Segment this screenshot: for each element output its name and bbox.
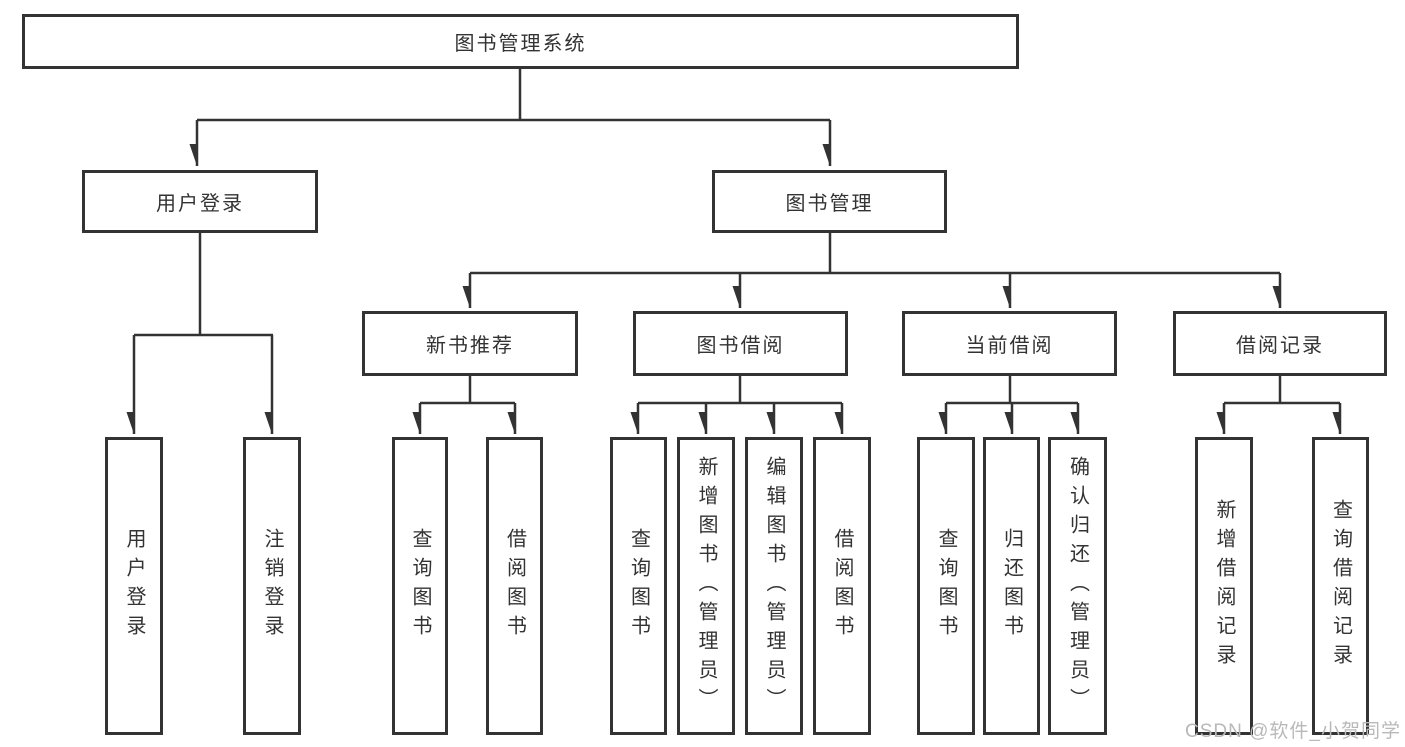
leaf-rec-borrow-book-label: 借阅图书: [503, 528, 526, 644]
node-current-borrow-label: 当前借阅: [965, 335, 1054, 357]
current-borrow-branch-line: [946, 376, 1078, 405]
leaf-bb-edit-book-label: 编辑图书（管理员）: [763, 455, 785, 717]
book-borrow-branch-line: [638, 376, 842, 405]
new-book-branch-line: [420, 376, 515, 405]
leaf-cb-confirm-return: 确认归还（管理员）: [1048, 437, 1107, 735]
node-new-book-rec-label: 新书推荐: [426, 335, 514, 357]
node-book-borrow: 图书借阅: [633, 311, 848, 376]
leaf-bb-borrow-book-label: 借阅图书: [831, 528, 853, 644]
borrow-record-branch-line: [1224, 376, 1340, 405]
leaf-br-query-record-label: 查询借阅记录: [1329, 499, 1352, 673]
leaf-rec-borrow-book: 借阅图书: [486, 437, 543, 735]
leaf-bb-query-book-label: 查询图书: [627, 528, 650, 644]
leaf-rec-query-book-label: 查询图书: [409, 528, 431, 644]
leaf-user-login: 用户登录: [105, 437, 163, 735]
node-book-mgmt: 图书管理: [712, 170, 947, 233]
leaf-cb-query-book-label: 查询图书: [935, 528, 957, 644]
node-borrow-record: 借阅记录: [1173, 311, 1387, 376]
leaf-logout-label: 注销登录: [261, 528, 283, 644]
leaf-bb-edit-book: 编辑图书（管理员）: [745, 437, 803, 735]
leaf-br-add-record: 新增借阅记录: [1195, 437, 1253, 735]
leaf-bb-query-book: 查询图书: [610, 437, 667, 735]
book-mgmt-branch-line: [470, 233, 1280, 275]
leaf-bb-add-book-label: 新增图书（管理员）: [695, 455, 717, 717]
leaf-bb-borrow-book: 借阅图书: [813, 437, 871, 735]
leaf-rec-query-book: 查询图书: [392, 437, 448, 735]
leaf-bb-add-book: 新增图书（管理员）: [677, 437, 735, 735]
node-root: 图书管理系统: [22, 14, 1019, 69]
leaf-logout: 注销登录: [243, 437, 301, 735]
node-root-label: 图书管理系统: [454, 33, 587, 55]
leaf-cb-return-book-label: 归还图书: [1000, 528, 1023, 644]
node-new-book-rec: 新书推荐: [362, 311, 578, 376]
leaf-br-query-record: 查询借阅记录: [1312, 437, 1369, 735]
node-borrow-record-label: 借阅记录: [1236, 335, 1324, 357]
leaf-cb-query-book: 查询图书: [917, 437, 975, 735]
user-login-branch-line: [134, 233, 273, 337]
node-user-login-label: 用户登录: [156, 193, 244, 215]
leaf-cb-confirm-return-label: 确认归还（管理员）: [1066, 455, 1089, 717]
node-user-login: 用户登录: [82, 170, 318, 233]
node-current-borrow: 当前借阅: [902, 311, 1117, 376]
csdn-watermark: CSDN @软件_小贺同学: [1185, 721, 1401, 742]
leaf-cb-return-book: 归还图书: [983, 437, 1040, 735]
node-book-mgmt-label: 图书管理: [785, 193, 874, 215]
node-book-borrow-label: 图书借阅: [696, 335, 785, 357]
leaf-user-login-label: 用户登录: [123, 528, 145, 644]
root-branch-line: [197, 69, 830, 122]
leaf-br-add-record-label: 新增借阅记录: [1213, 499, 1235, 673]
